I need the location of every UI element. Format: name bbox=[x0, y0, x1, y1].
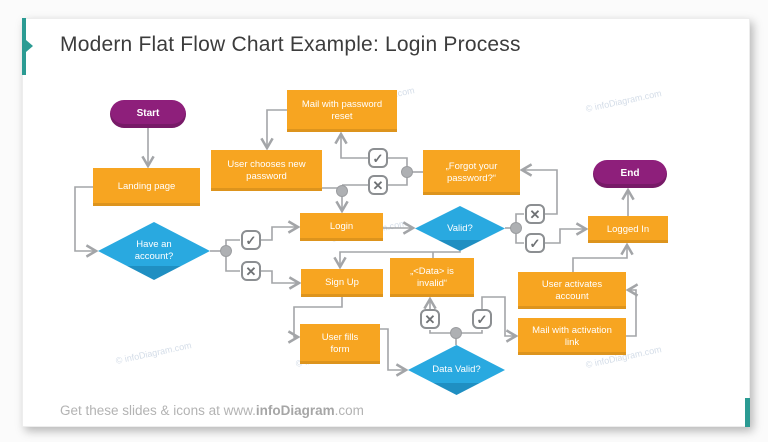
connector-no3-forgot bbox=[519, 163, 558, 215]
node-data-valid-label: Data Valid? bbox=[432, 364, 481, 376]
connector-no1-signup bbox=[261, 270, 302, 290]
check-icon: ✓ bbox=[525, 233, 545, 253]
cross-glyph: ✕ bbox=[372, 177, 384, 193]
connector-userfills-datavalid bbox=[380, 328, 409, 377]
node-user-fills-form: User fills form bbox=[300, 324, 380, 364]
connector-junction-no1 bbox=[225, 251, 240, 272]
node-data-invalid: „<Data> is invalid“ bbox=[390, 258, 474, 297]
check-icon: ✓ bbox=[368, 148, 388, 168]
connector-junction-no4 bbox=[429, 330, 456, 334]
teal-accent-bar-right bbox=[745, 398, 750, 427]
check-glyph: ✓ bbox=[245, 232, 257, 248]
junction-dot bbox=[510, 222, 522, 234]
connector-yes1-login bbox=[261, 220, 301, 241]
cross-icon: ✕ bbox=[241, 261, 261, 281]
node-end-label: End bbox=[620, 167, 640, 179]
junction-dot bbox=[401, 166, 413, 178]
node-user-fills-form-label: User fills form bbox=[321, 332, 359, 355]
junction-dot bbox=[450, 327, 462, 339]
connector-yes2-mailreset bbox=[334, 131, 368, 159]
node-end: End bbox=[593, 160, 667, 188]
cross-glyph: ✕ bbox=[424, 311, 436, 327]
teal-chevron-icon bbox=[26, 40, 33, 52]
slide-title: Modern Flat Flow Chart Example: Login Pr… bbox=[60, 33, 521, 56]
footer-credit-suffix: .com bbox=[334, 403, 364, 418]
check-icon: ✓ bbox=[472, 309, 492, 329]
node-mail-password-reset: Mail with password reset bbox=[287, 90, 397, 132]
node-mail-activation-link-label: Mail with activation link bbox=[532, 324, 612, 348]
node-landing-page: Landing page bbox=[93, 168, 200, 206]
node-forgot-password-label: „Forgot your password?“ bbox=[445, 160, 498, 184]
node-user-chooses-password-label: User chooses new password bbox=[227, 158, 306, 182]
check-icon: ✓ bbox=[241, 230, 261, 250]
footer-credit: Get these slides & icons at www.infoDiag… bbox=[60, 403, 364, 418]
node-login: Login bbox=[300, 213, 383, 241]
node-mail-activation-link: Mail with activation link bbox=[518, 318, 626, 355]
footer-credit-prefix: Get these slides & icons at www. bbox=[60, 403, 256, 418]
node-start-label: Start bbox=[136, 107, 160, 119]
node-user-chooses-password: User chooses new password bbox=[211, 150, 322, 191]
connector-mailactivation-useractivates bbox=[625, 283, 639, 337]
node-sign-up-label: Sign Up bbox=[325, 277, 359, 289]
node-logged-in-label: Logged In bbox=[606, 223, 650, 235]
check-glyph: ✓ bbox=[372, 150, 384, 166]
node-mail-password-reset-label: Mail with password reset bbox=[301, 99, 383, 122]
teal-accent-bar-left bbox=[22, 18, 26, 75]
connector-signup-userfills bbox=[287, 297, 343, 344]
junction-dot bbox=[220, 245, 232, 257]
node-user-activates-account-label: User activates account bbox=[541, 278, 603, 302]
node-user-activates-account: User activates account bbox=[518, 272, 626, 309]
check-glyph: ✓ bbox=[529, 235, 541, 251]
cross-icon: ✕ bbox=[525, 204, 545, 224]
node-forgot-password: „Forgot your password?“ bbox=[423, 150, 520, 195]
connector-mailreset-userchooses bbox=[260, 109, 287, 151]
cross-icon: ✕ bbox=[368, 175, 388, 195]
node-landing-page-label: Landing page bbox=[117, 181, 176, 193]
check-glyph: ✓ bbox=[476, 311, 488, 327]
node-start: Start bbox=[110, 100, 186, 128]
cross-glyph: ✕ bbox=[529, 206, 541, 222]
node-logged-in: Logged In bbox=[588, 216, 668, 243]
connector-junction-yes4 bbox=[456, 330, 483, 334]
connector-landing-haveaccount bbox=[74, 186, 99, 258]
connector-invalid-signup bbox=[333, 251, 461, 270]
node-login-label: Login bbox=[329, 221, 354, 233]
node-data-invalid-label: „<Data> is invalid“ bbox=[410, 265, 454, 289]
connector-yes3-loggedin bbox=[545, 222, 589, 244]
node-valid-label: Valid? bbox=[447, 222, 473, 234]
node-sign-up: Sign Up bbox=[301, 269, 383, 297]
footer-credit-brand: infoDiagram bbox=[255, 403, 335, 418]
cross-icon: ✕ bbox=[420, 309, 440, 329]
connector-useractivates-loggedin bbox=[572, 242, 634, 272]
cross-glyph: ✕ bbox=[245, 263, 257, 279]
junction-dot bbox=[336, 185, 348, 197]
node-have-account-label: Have an account? bbox=[134, 239, 174, 262]
connector-yes4-mailactivation bbox=[481, 296, 519, 343]
